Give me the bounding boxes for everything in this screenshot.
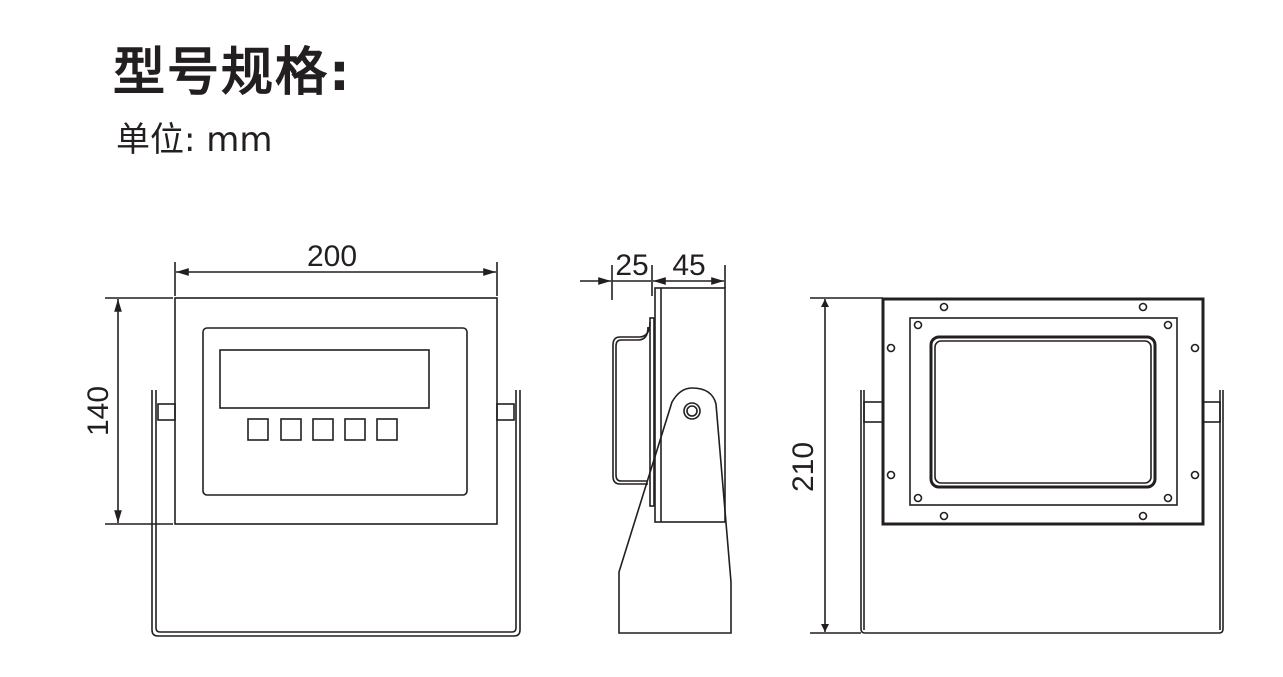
- body-depth-dimension: 45: [672, 249, 705, 282]
- front-right-pivot: [496, 403, 515, 421]
- height-dimension: 140: [82, 386, 115, 436]
- pivot-hole: [683, 402, 701, 420]
- front-panel: [202, 327, 468, 496]
- key-button: [312, 418, 334, 441]
- side-leg: [618, 387, 732, 634]
- screw-holes: [886, 302, 1200, 521]
- key-button: [376, 418, 398, 441]
- back-plate: [909, 317, 1178, 506]
- front-bracket: [155, 390, 517, 633]
- total-height-dimension: 210: [787, 442, 820, 492]
- front-left-pivot: [157, 403, 176, 421]
- keypad-buttons: [247, 418, 398, 441]
- side-handle: [612, 321, 651, 485]
- page-title: 型号规格:: [113, 43, 352, 103]
- key-button: [344, 418, 366, 441]
- key-button: [247, 418, 269, 441]
- unit-label: 单位: mm: [116, 120, 273, 160]
- lcd-display: [219, 349, 430, 409]
- side-housing: [654, 287, 726, 523]
- back-view: 210: [787, 297, 1224, 634]
- back-window: [929, 335, 1157, 489]
- back-frame: [881, 297, 1205, 526]
- side-view: 25 45: [580, 249, 732, 634]
- front-housing: [174, 297, 498, 525]
- back-bracket: [860, 390, 1224, 634]
- bracket-depth-dimension: 25: [615, 249, 648, 282]
- side-plate: [649, 317, 655, 507]
- front-view: 200 140: [82, 240, 521, 637]
- key-button: [280, 418, 302, 441]
- width-dimension: 200: [307, 240, 357, 273]
